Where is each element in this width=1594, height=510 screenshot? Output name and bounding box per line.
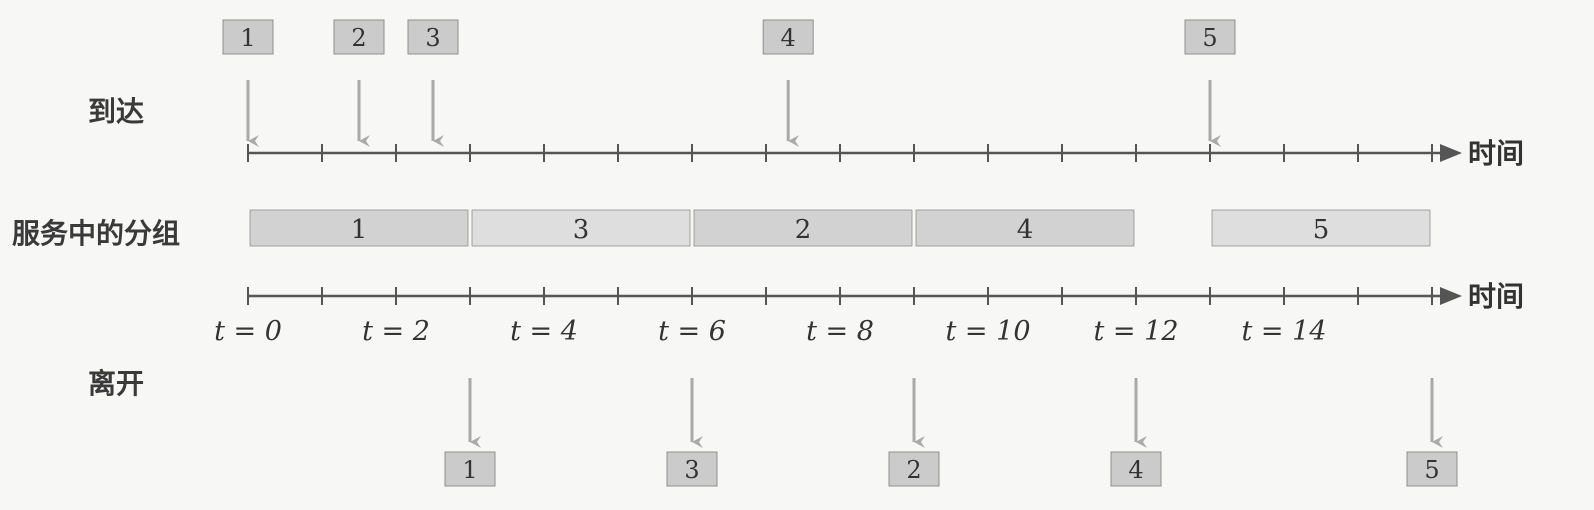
axis-arrowhead-2: [1440, 287, 1462, 305]
departure-packet-5-box: [1406, 451, 1458, 487]
departure-packet-1-box: [444, 451, 496, 487]
tick-label: t = 0: [214, 316, 282, 347]
service-bar-packet-3: [471, 209, 691, 247]
arrival-packet-1-label: 1: [240, 24, 255, 52]
time-axis-label: 时间: [1468, 137, 1524, 170]
arrival-packet-2-box: [333, 19, 385, 55]
time-axis-label: 时间: [1468, 280, 1524, 313]
arrival-packet-4-box: [762, 19, 814, 55]
service-bar-packet-5: [1211, 209, 1431, 247]
arrival-packet-2-label: 2: [351, 24, 366, 52]
tick-label: t = 10: [946, 316, 1031, 347]
departure-packet-5-label: 5: [1424, 456, 1439, 484]
service-bar-label-4: 4: [1017, 215, 1034, 245]
service-bar-label-3: 3: [573, 215, 590, 245]
tick-label: t = 6: [658, 316, 726, 347]
arrival-packet-3-box: [407, 19, 459, 55]
arrival-packet-3-label: 3: [425, 24, 440, 52]
service-bar-label-2: 2: [795, 215, 812, 245]
tick-label: t = 14: [1242, 316, 1327, 347]
arrival-packet-5-box: [1184, 19, 1236, 55]
arrival-row-label: 到达: [88, 95, 145, 128]
service-row-label: 服务中的分组: [12, 217, 181, 250]
tick-label: t = 8: [806, 316, 874, 347]
departure-packet-1-label: 1: [462, 456, 477, 484]
axis-arrowhead-1: [1440, 144, 1462, 162]
service-bar-packet-4: [915, 209, 1135, 247]
tick-label: t = 12: [1094, 316, 1179, 347]
departure-packet-3-label: 3: [684, 456, 699, 484]
departure-packet-4-label: 4: [1128, 456, 1143, 484]
arrival-packet-5-label: 5: [1202, 24, 1217, 52]
arrival-packet-4-label: 4: [781, 24, 796, 52]
departure-packet-4-box: [1110, 451, 1162, 487]
departure-row-label: 离开: [88, 367, 145, 400]
departure-packet-2-label: 2: [906, 456, 921, 484]
service-bar-packet-1: [249, 209, 469, 247]
departure-packet-3-box: [666, 451, 718, 487]
service-bar-label-5: 5: [1313, 215, 1330, 245]
tick-label: t = 2: [362, 316, 430, 347]
service-bar-label-1: 1: [351, 215, 368, 245]
tick-label: t = 4: [510, 316, 578, 347]
service-bar-packet-2: [693, 209, 913, 247]
departure-packet-2-box: [888, 451, 940, 487]
arrival-packet-1-box: [222, 19, 274, 55]
